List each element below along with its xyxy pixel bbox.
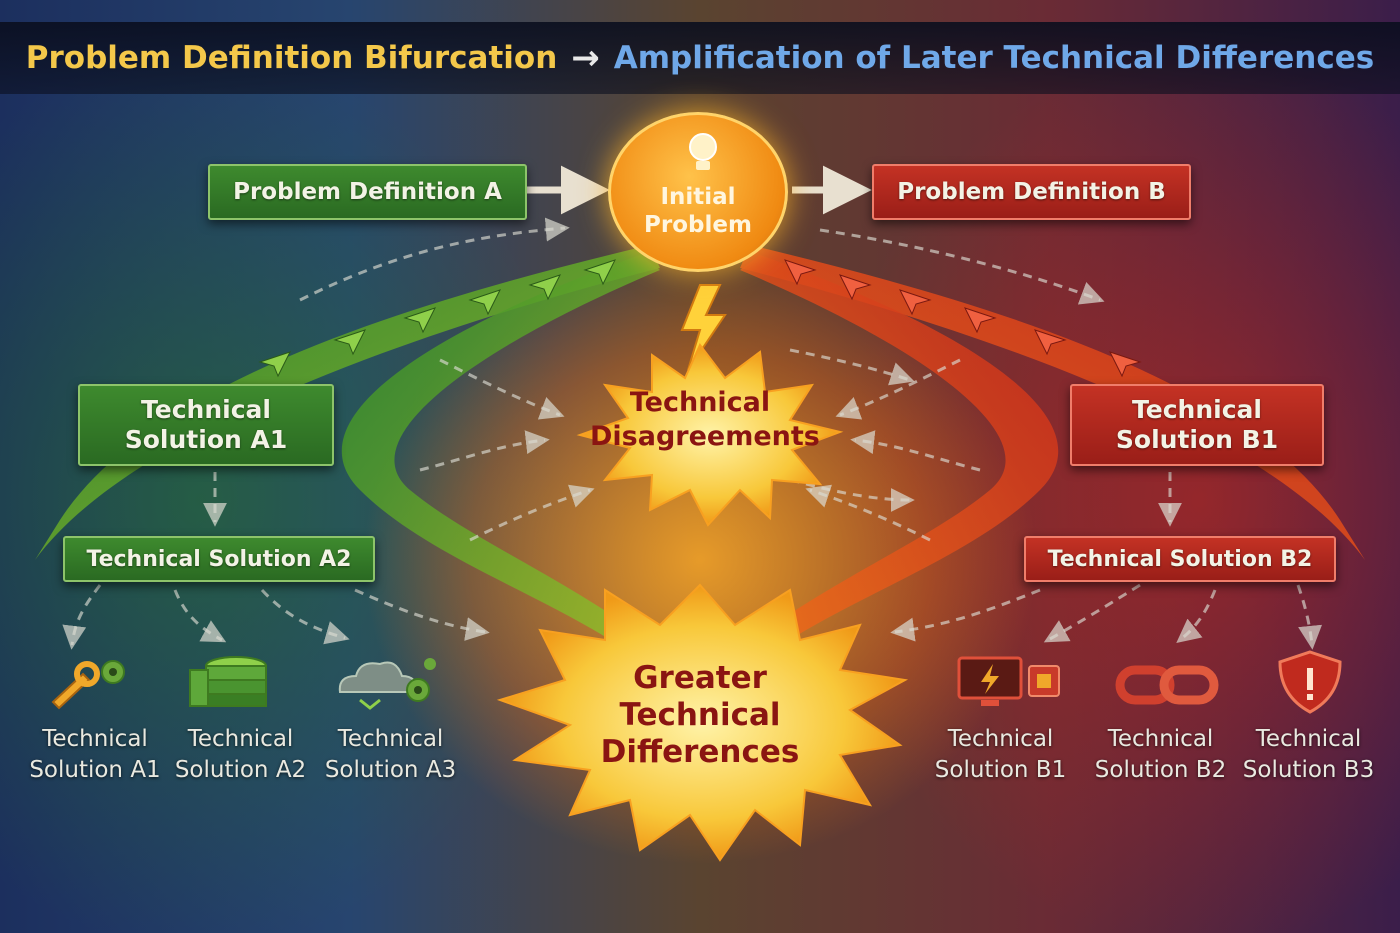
red-chevron <box>899 289 932 316</box>
shield-alert-icon <box>1278 650 1342 714</box>
red-chevron <box>964 307 997 334</box>
title-left: Problem Definition Bifurcation <box>25 40 558 76</box>
dashed-arrow <box>890 588 1041 642</box>
dashed-arrow <box>835 358 961 420</box>
initial-problem-node: Initial Problem <box>608 112 788 272</box>
database-icon <box>189 656 267 707</box>
dashed-arrow <box>439 358 565 420</box>
red-chevron <box>1034 329 1067 356</box>
title-arrow: → <box>571 38 600 78</box>
dashed-arrow <box>1043 583 1141 643</box>
icon-label-a3: Technical Solution A3 <box>324 726 457 783</box>
red-chevron <box>784 259 817 286</box>
cloud-gear-icon <box>338 658 436 710</box>
technical-solution-a2: Technical Solution A2 <box>63 536 375 582</box>
lightbulb-icon <box>689 133 717 170</box>
monitor-chip-icon <box>957 656 1060 706</box>
green-chevron <box>468 289 501 316</box>
icon-label-b3: Technical Solution B3 <box>1242 726 1375 783</box>
icon-label-b2: Technical Solution B2 <box>1094 726 1227 783</box>
disagreements-burst <box>576 343 844 527</box>
technical-solution-a1: Technical Solution A1 <box>78 384 334 466</box>
dashed-arrow <box>62 584 102 650</box>
technical-solution-b2: Technical Solution B2 <box>1024 536 1336 582</box>
dashed-arrow <box>419 430 550 472</box>
green-chevron <box>528 274 561 301</box>
dashed-arrow <box>469 484 595 542</box>
problem-definition-b: Problem Definition B <box>872 164 1191 220</box>
green-chevron <box>258 351 291 378</box>
wrench-gear-icon <box>51 660 125 710</box>
icon-label-a2: Technical Solution A2 <box>174 726 307 783</box>
icon-label-b1: Technical Solution B1 <box>934 726 1067 783</box>
dashed-arrow <box>299 217 570 302</box>
dashed-arrow <box>850 430 981 472</box>
title-bar: Problem Definition Bifurcation → Amplifi… <box>0 22 1400 94</box>
technical-disagreements-label: Technical Disagreements <box>590 387 820 452</box>
green-chevron <box>333 329 366 356</box>
red-chevron <box>839 274 872 301</box>
dashed-arrow <box>173 589 227 643</box>
lightning-icon <box>680 284 727 371</box>
initial-problem-label: Initial Problem <box>644 184 752 238</box>
dashed-arrow <box>789 348 915 386</box>
title-right: Amplification of Later Technical Differe… <box>613 40 1375 76</box>
greater-technical-differences-label: Greater Technical Differences <box>600 660 800 770</box>
dashed-arrow <box>1296 584 1323 650</box>
dashed-arrow <box>260 588 350 645</box>
icon-label-a1: Technical Solution A1 <box>29 726 161 783</box>
green-band-inner <box>341 255 660 660</box>
chain-link-icon <box>1115 665 1219 705</box>
dashed-arrow <box>1176 589 1217 643</box>
red-chevron <box>1109 351 1142 378</box>
green-chevron <box>583 259 616 286</box>
dashed-arrow <box>354 588 490 641</box>
technical-solution-b1: Technical Solution B1 <box>1070 384 1324 466</box>
differences-burst <box>496 583 909 862</box>
red-band-inner <box>740 255 1059 660</box>
dashed-arrow <box>819 228 1105 305</box>
problem-definition-a: Problem Definition A <box>208 164 527 220</box>
green-chevron <box>403 307 436 334</box>
dashed-arrow <box>805 484 931 542</box>
